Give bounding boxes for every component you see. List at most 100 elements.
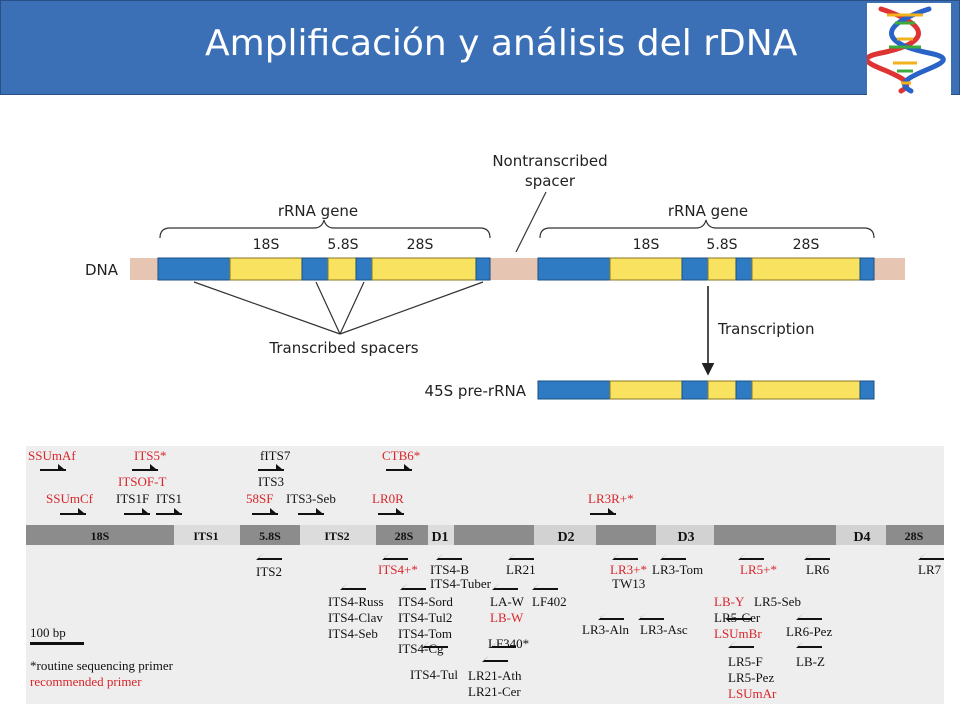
region-label-28s: 28S [395, 529, 414, 543]
primer-itsof: ITSOF-T [118, 474, 166, 489]
primer-lr0r: LR0R [372, 491, 404, 506]
primer-lr3-tom: LR3-Tom [652, 562, 703, 577]
ets-segment [537, 257, 611, 281]
primer-lr7: LR7 [918, 562, 942, 577]
transcribed-spacers-label: Transcribed spacers [268, 339, 418, 357]
primer-lb-z: LB-Z [796, 654, 825, 669]
primer-its4-sord: ITS4-Sord [398, 594, 453, 609]
nts-label-line2: spacer [525, 172, 576, 190]
pre-rrna-strand [537, 380, 875, 400]
3ets-segment [475, 257, 491, 281]
primer-ssumcf: SSUmCf [46, 491, 94, 506]
rdna-region-bar [26, 525, 944, 545]
region-label-its1: ITS1 [193, 529, 218, 543]
primer-its4-cg: ITS4-Cg [398, 641, 444, 656]
region-d4 [836, 525, 886, 545]
forward-primer-arrows [40, 464, 616, 515]
pre-rrna-label: 45S pre-rRNA [425, 382, 527, 400]
primer-lr21-cer: LR21-Cer [468, 684, 521, 699]
primer-its4-russ: ITS4-Russ [328, 594, 384, 609]
region-d2 [534, 525, 596, 545]
legend-routine: *routine sequencing primer [30, 658, 174, 673]
header-bar: Amplificación y análisis del rDNA [0, 0, 960, 95]
transcribed-spacer-pointers [193, 281, 484, 335]
primer-lf340: LF340* [488, 636, 529, 651]
58s-segment [707, 257, 737, 281]
primer-lsumar: LSUmAr [728, 686, 777, 701]
primer-its4-tom: ITS4-Tom [398, 626, 452, 641]
region-label-18s: 18S [91, 529, 110, 543]
primer-58sf: 58SF [246, 491, 273, 506]
primer-lr3: LR3+* [610, 562, 647, 577]
nts-pointer [515, 191, 547, 253]
primer-lr5: LR5+* [740, 562, 777, 577]
primer-its3: ITS3 [258, 474, 284, 489]
region-label-its2: ITS2 [324, 529, 349, 543]
primer-lsumbr: LSUmBr [714, 626, 762, 641]
dna-strand [130, 257, 905, 281]
primer-lr21: LR21 [506, 562, 536, 577]
primer-its5: ITS5* [134, 448, 167, 463]
dna-helix-icon [867, 3, 951, 95]
primer-lr3r: LR3R+* [588, 491, 634, 506]
dna-label: DNA [85, 261, 119, 279]
its1-segment [681, 257, 709, 281]
primer-its4-clav: ITS4-Clav [328, 610, 383, 625]
primer-ctb6: CTB6* [382, 448, 420, 463]
reverse-primer-arrows [256, 553, 944, 662]
region-label-d3: D3 [677, 530, 694, 545]
label-28s-left: 28S [407, 237, 434, 253]
gene-unit-left [157, 257, 491, 281]
primer-la-w: LA-W [490, 594, 525, 609]
primer-its1f: ITS1F [116, 491, 149, 506]
region-label-28s-end: 28S [905, 529, 924, 543]
58s-segment [327, 257, 357, 281]
its1-segment [301, 257, 329, 281]
primer-lr5-cer: LR5-Cer [714, 610, 761, 625]
rrna-gene-label-left: rRNA gene [278, 202, 358, 220]
primer-tw13: TW13 [612, 576, 645, 591]
primer-its4-tul2: ITS4-Tul2 [398, 610, 452, 625]
primer-ssumaf: SSUmAf [28, 448, 76, 463]
region-58s [240, 525, 300, 545]
18s-segment [229, 257, 303, 281]
ets-segment [157, 257, 231, 281]
region-its2 [300, 525, 376, 545]
primer-its1: ITS1 [156, 491, 182, 506]
its2-segment [735, 257, 753, 281]
label-28s-right: 28S [793, 237, 820, 253]
region-label-d1: D1 [431, 530, 448, 545]
18s-segment [609, 257, 683, 281]
primer-fits7: fITS7 [260, 448, 291, 463]
primer-lb-w: LB-W [490, 610, 524, 625]
label-18s-left: 18S [253, 237, 280, 253]
primer-its2: ITS2 [256, 564, 282, 579]
label-18s-right: 18S [633, 237, 660, 253]
primer-lr6-pez: LR6-Pez [786, 624, 832, 639]
primer-lb-y: LB-Y [714, 594, 745, 609]
region-label-58s: 5.8S [259, 529, 281, 543]
transcription-label: Transcription [717, 320, 814, 338]
scale-bar-label: 100 bp [30, 625, 66, 640]
28s-segment [371, 257, 477, 281]
primer-lr5-seb: LR5-Seb [754, 594, 801, 609]
its2-segment [355, 257, 373, 281]
primer-its4-tuber: ITS4-Tuber [430, 576, 492, 591]
rrna-gene-brace-right [539, 219, 875, 239]
primer-its3-seb: ITS3-Seb [286, 491, 336, 506]
primer-its4-b: ITS4-B [430, 562, 469, 577]
primer-its4: ITS4+* [378, 562, 418, 577]
primer-lr21-ath: LR21-Ath [468, 668, 522, 683]
region-label-d4: D4 [853, 530, 870, 545]
scale-bar [30, 642, 84, 645]
region-its1 [174, 525, 240, 545]
label-58s-right: 5.8S [706, 237, 737, 253]
3ets-segment [859, 257, 875, 281]
primer-lr3-aln: LR3-Aln [582, 622, 629, 637]
primer-lr5-f: LR5-F [728, 654, 763, 669]
region-d3 [656, 525, 714, 545]
primer-lr6: LR6 [806, 562, 830, 577]
primer-lf402: LF402 [532, 594, 567, 609]
legend-recommended: recommended primer [30, 674, 142, 689]
